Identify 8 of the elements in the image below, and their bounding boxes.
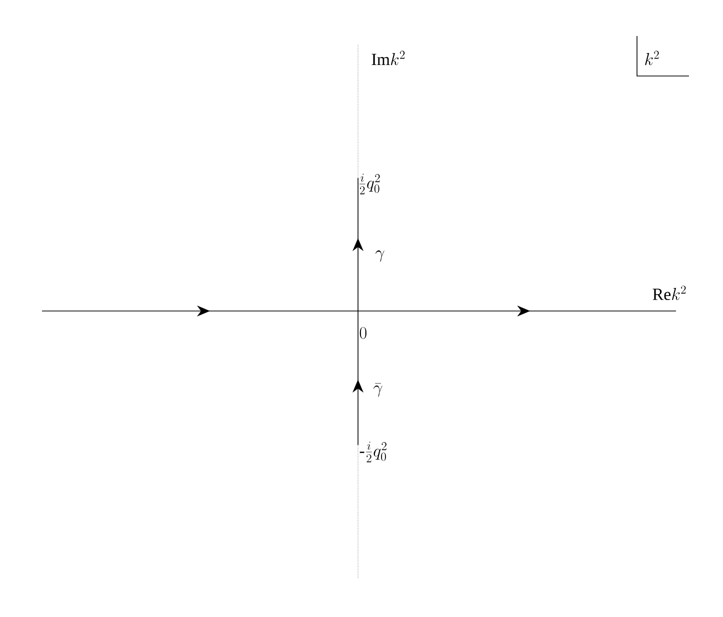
endpoint-label: $\mbox{-}\frac{i}{2}q_0^2$ xyxy=(360,442,386,462)
origin-label: $0$ xyxy=(360,327,366,339)
plane-label: $k^2$ xyxy=(636,36,690,76)
contour-label: $\bar{\gamma}$ xyxy=(374,383,382,397)
axis-label: $\mathrm{Im}k^2$ xyxy=(372,50,405,66)
endpoint-label: $\frac{i}{2}q_0^2$ xyxy=(359,174,380,194)
axis-label: $\mathrm{Re}k^2$ xyxy=(652,286,686,300)
contour-label: $\gamma$ xyxy=(376,250,384,262)
